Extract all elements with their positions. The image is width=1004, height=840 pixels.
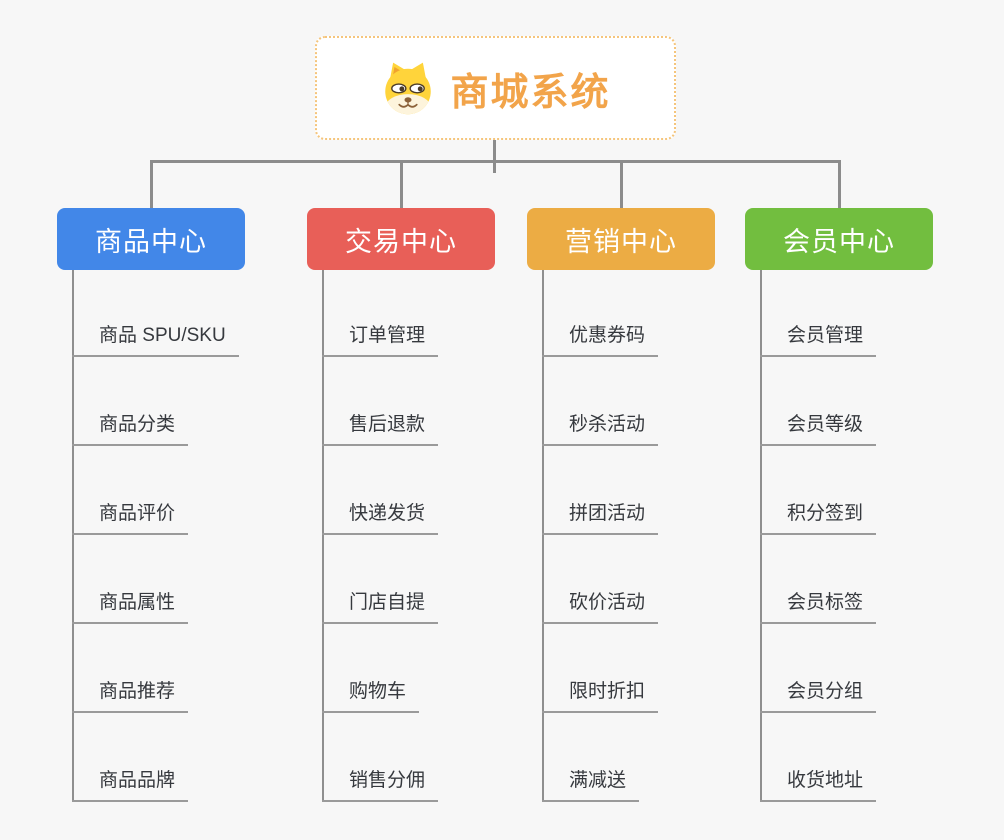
child-node-label: 快递发货 xyxy=(349,503,426,524)
child-node-label: 商品属性 xyxy=(99,592,176,613)
child-node-label: 会员管理 xyxy=(787,325,864,346)
child-node[interactable]: 会员管理 xyxy=(760,266,877,357)
branch-column-1: 交易中心订单管理售后退款快递发货门店自提购物车销售分佣 xyxy=(307,208,557,802)
branch-child-connector-line xyxy=(72,270,74,802)
child-node[interactable]: 商品推荐 xyxy=(72,622,189,713)
branch-node-1[interactable]: 交易中心 xyxy=(307,208,495,270)
child-node[interactable]: 限时折扣 xyxy=(542,622,659,713)
child-node[interactable]: 购物车 xyxy=(322,622,420,713)
root-title: 商城系统 xyxy=(450,71,611,114)
child-node[interactable]: 商品属性 xyxy=(72,533,189,624)
child-node-label: 购物车 xyxy=(349,681,407,702)
child-node-label: 门店自提 xyxy=(349,592,426,613)
child-node[interactable]: 优惠券码 xyxy=(542,266,659,357)
child-node[interactable]: 拼团活动 xyxy=(542,444,659,535)
child-node[interactable]: 售后退款 xyxy=(322,355,439,446)
child-node[interactable]: 会员分组 xyxy=(760,622,877,713)
child-node[interactable]: 秒杀活动 xyxy=(542,355,659,446)
child-node[interactable]: 会员等级 xyxy=(760,355,877,446)
branch-drop-line-1 xyxy=(400,160,403,208)
child-node-label: 积分签到 xyxy=(787,503,864,524)
child-node-label: 拼团活动 xyxy=(569,503,646,524)
child-node[interactable]: 砍价活动 xyxy=(542,533,659,624)
branch-child-connector-line xyxy=(542,270,544,802)
branch-column-2: 营销中心优惠券码秒杀活动拼团活动砍价活动限时折扣满减送 xyxy=(527,208,777,802)
child-node-label: 收货地址 xyxy=(787,770,864,791)
child-node[interactable]: 商品分类 xyxy=(72,355,189,446)
child-node-label: 商品推荐 xyxy=(99,681,176,702)
branch-column-3: 会员中心会员管理会员等级积分签到会员标签会员分组收货地址 xyxy=(745,208,995,802)
child-node[interactable]: 商品品牌 xyxy=(72,711,189,802)
child-node[interactable]: 会员标签 xyxy=(760,533,877,624)
child-node-label: 商品品牌 xyxy=(99,770,176,791)
child-node-label: 售后退款 xyxy=(349,414,426,435)
child-node-label: 会员分组 xyxy=(787,681,864,702)
branch-column-0: 商品中心商品 SPU/SKU 商品分类商品评价商品属性商品推荐商品品牌 xyxy=(57,208,307,802)
branch-drop-line-2 xyxy=(620,160,623,208)
root-node-mall-system[interactable]: 商城系统 xyxy=(315,36,676,140)
branch-node-3[interactable]: 会员中心 xyxy=(745,208,933,270)
child-node[interactable]: 积分签到 xyxy=(760,444,877,535)
child-node-label: 限时折扣 xyxy=(569,681,646,702)
child-node-label: 秒杀活动 xyxy=(569,414,646,435)
branch-node-0[interactable]: 商品中心 xyxy=(57,208,245,270)
child-node[interactable]: 销售分佣 xyxy=(322,711,439,802)
child-node[interactable]: 收货地址 xyxy=(760,711,877,802)
child-node-label: 商品评价 xyxy=(99,503,176,524)
child-node-label: 商品 SPU/SKU xyxy=(99,325,226,346)
branch-drop-line-0 xyxy=(150,160,153,208)
child-node[interactable]: 满减送 xyxy=(542,711,640,802)
child-node-label: 会员标签 xyxy=(787,592,864,613)
child-node[interactable]: 商品评价 xyxy=(72,444,189,535)
child-node[interactable]: 快递发货 xyxy=(322,444,439,535)
child-node[interactable]: 门店自提 xyxy=(322,533,439,624)
child-node[interactable]: 订单管理 xyxy=(322,266,439,357)
child-node-label: 优惠券码 xyxy=(569,325,646,346)
dog-face-icon xyxy=(385,62,432,115)
child-node-label: 商品分类 xyxy=(99,414,176,435)
child-node[interactable]: 商品 SPU/SKU xyxy=(72,266,239,357)
child-node-label: 砍价活动 xyxy=(569,592,646,613)
branch-child-connector-line xyxy=(760,270,762,802)
branch-drop-line-3 xyxy=(838,160,841,208)
child-node-label: 订单管理 xyxy=(349,325,426,346)
child-node-label: 满减送 xyxy=(569,770,627,791)
root-stem-line xyxy=(493,140,496,173)
branch-child-connector-line xyxy=(322,270,324,802)
branch-node-2[interactable]: 营销中心 xyxy=(527,208,715,270)
child-node-label: 销售分佣 xyxy=(349,770,426,791)
child-node-label: 会员等级 xyxy=(787,414,864,435)
branch-horizontal-line xyxy=(150,160,841,163)
